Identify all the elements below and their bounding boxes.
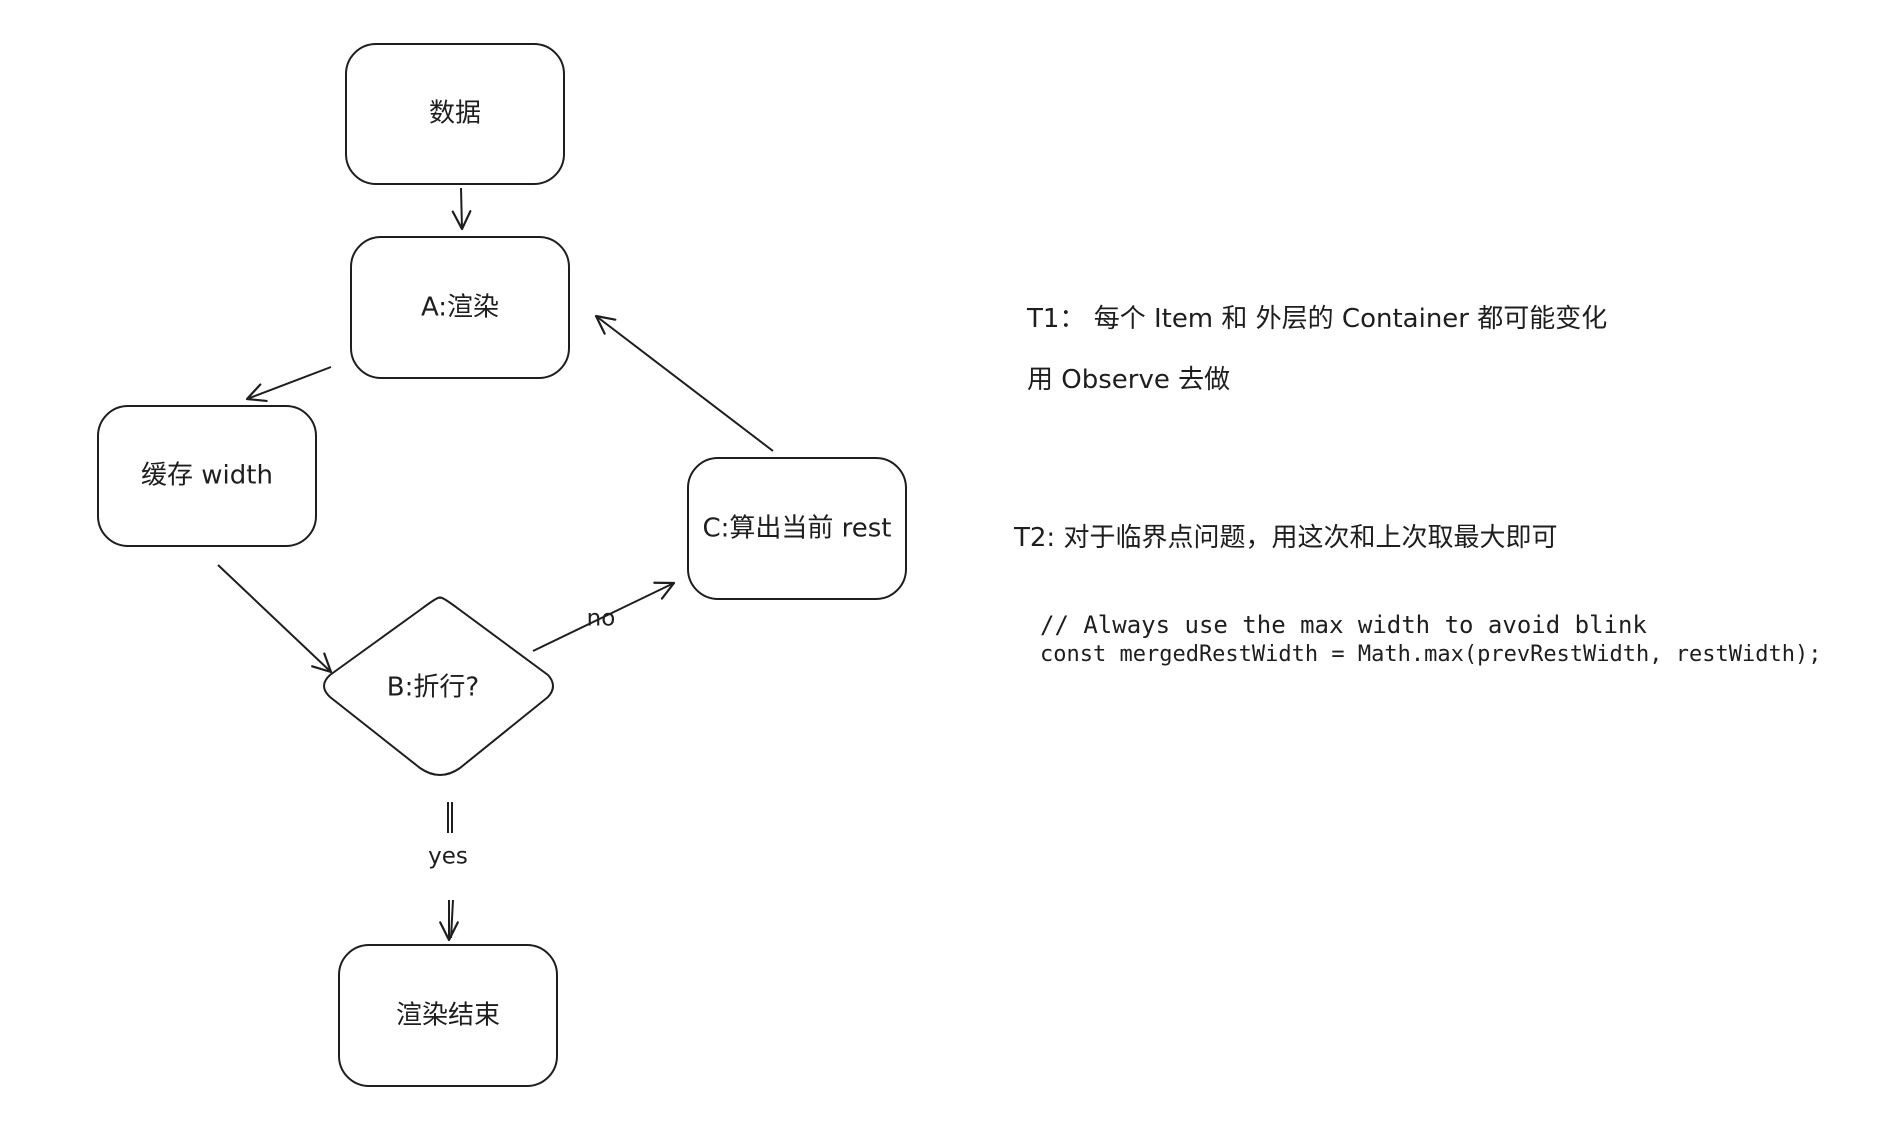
node-render-end: 渲染结束 — [338, 944, 558, 1087]
node-compute-rest: C:算出当前 rest — [687, 457, 907, 600]
edge-decision-to-end-bottom-b — [450, 899, 454, 939]
node-compute-rest-label: C:算出当前 rest — [702, 514, 891, 544]
node-render-label: A:渲染 — [421, 293, 499, 323]
edge-label-yes: yes — [428, 844, 468, 870]
edge-data-to-render — [451, 187, 472, 231]
code-line: const mergedRestWidth = Math.max(prevRes… — [1040, 642, 1822, 667]
edge-compute-to-render — [594, 314, 774, 452]
node-wrap-decision: B:折行? — [323, 596, 554, 776]
node-cache-width: 缓存 width — [97, 405, 317, 547]
edge-label-no: no — [587, 606, 616, 632]
edge-render-to-cache — [245, 366, 332, 403]
edge-decision-to-compute — [532, 581, 676, 652]
node-cache-width-label: 缓存 width — [141, 461, 273, 491]
edge-cache-to-decision — [217, 564, 333, 674]
node-data: 数据 — [345, 43, 565, 185]
node-data-label: 数据 — [429, 99, 481, 129]
node-render: A:渲染 — [350, 236, 570, 379]
node-wrap-decision-label: B:折行? — [387, 673, 479, 703]
note-t2: T2: 对于临界点问题，用这次和上次取最大即可 — [1014, 523, 1558, 553]
node-render-end-label: 渲染结束 — [396, 1001, 500, 1031]
code-comment: // Always use the max width to avoid bli… — [1040, 611, 1647, 639]
note-t1-line1: T1： 每个 Item 和 外层的 Container 都可能变化 — [1027, 304, 1608, 334]
note-t1-line2: 用 Observe 去做 — [1027, 365, 1231, 395]
